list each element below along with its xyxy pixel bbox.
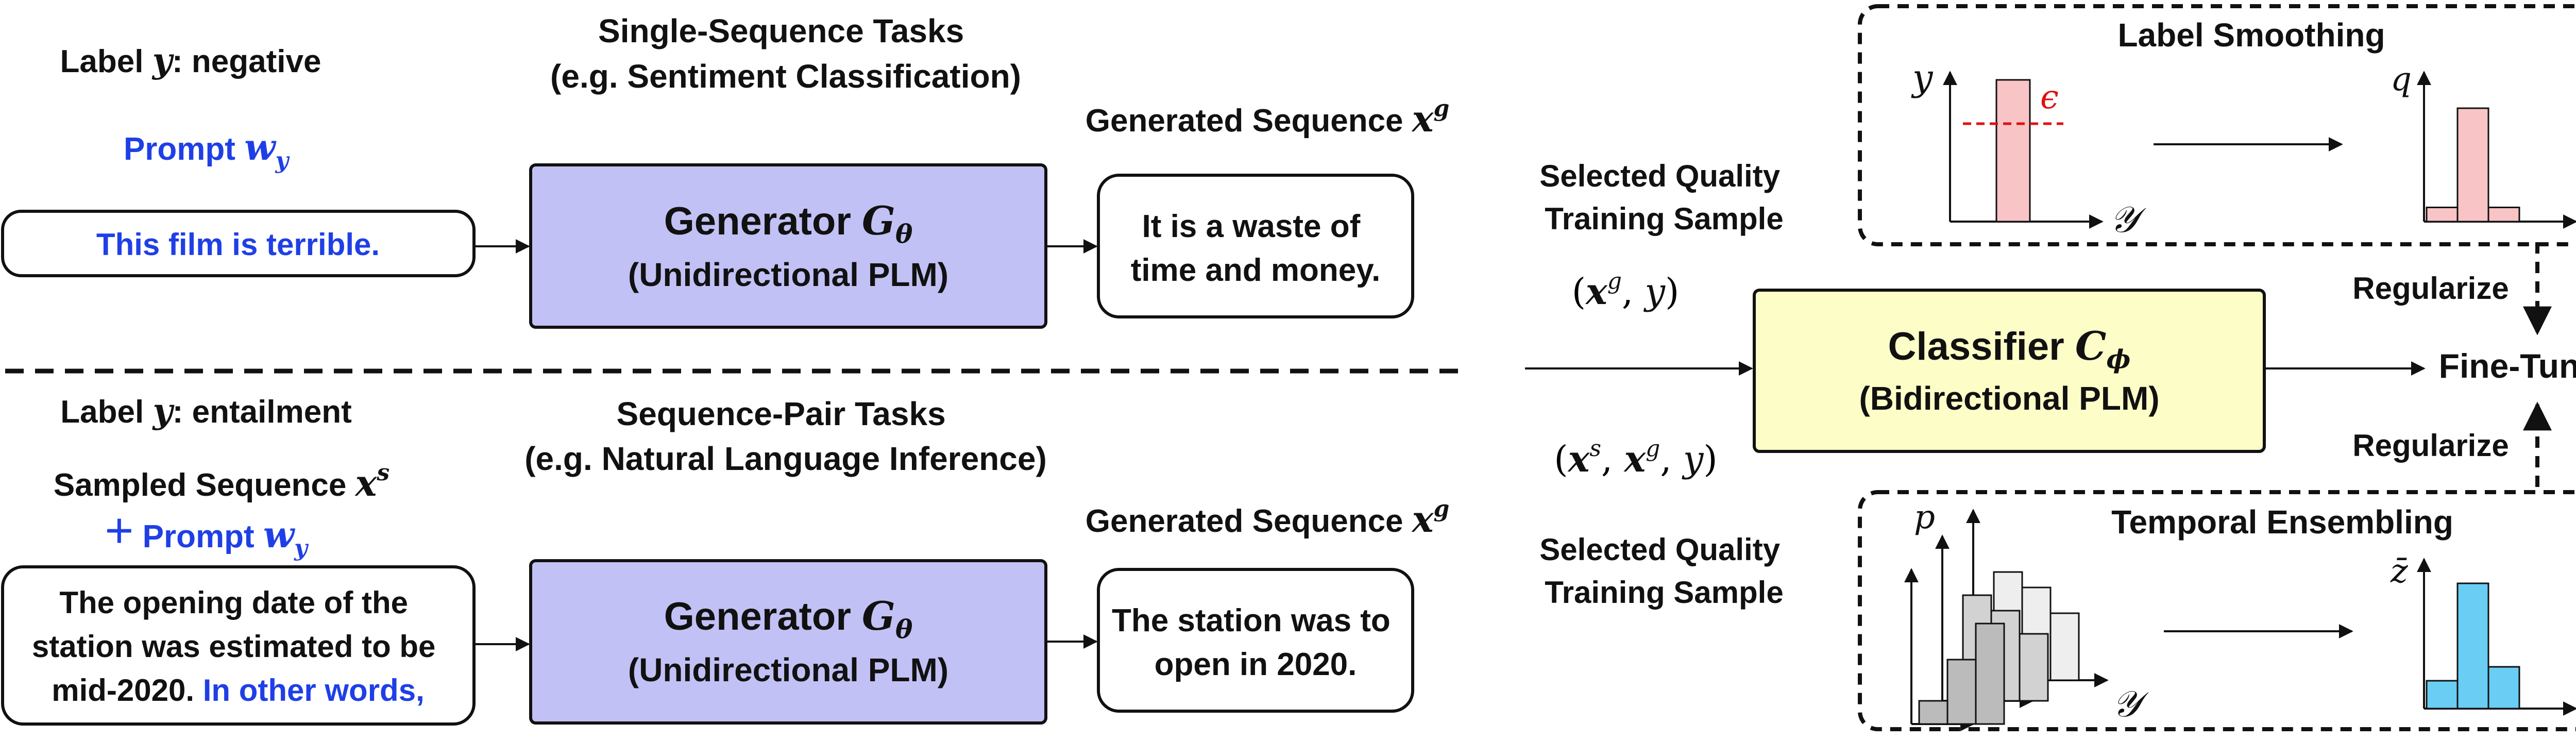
bottom-generated-label: Generated Sequence xg	[1086, 496, 1450, 541]
te-left-stacked-bars	[1918, 571, 2080, 725]
top-output-box	[1097, 174, 1414, 318]
selected-sample-bottom: Selected Quality Training Sample	[1539, 532, 1789, 610]
ls-right-bar-2	[2487, 207, 2520, 223]
top-generator-subtitle: (Unidirectional PLM)	[628, 256, 948, 293]
ls-left-y-label: y	[1911, 57, 1934, 99]
bottom-task-title: Sequence-Pair Tasks (e.g. Natural Langua…	[524, 395, 1047, 477]
top-label: Label y: negative	[60, 40, 321, 80]
te-right-bar-2	[2487, 666, 2520, 710]
bottom-generator-title: Generator Gθ	[664, 593, 913, 644]
bottom-input-text: The opening date of the station was esti…	[32, 585, 444, 708]
ls-right-bars	[2426, 107, 2520, 223]
bottom-label: Label y: entailment	[60, 391, 351, 431]
te-left-x-label: 𝒴	[2112, 683, 2149, 725]
te-right-bars	[2426, 582, 2520, 710]
bottom-input-box	[1, 565, 476, 726]
classifier-box	[1753, 289, 2266, 453]
label-smoothing-title: Label Smoothing	[2117, 16, 2385, 54]
bottom-prompt: + Prompt wy	[105, 503, 309, 561]
ls-left-bar-1	[1995, 79, 2031, 223]
top-input-box	[1, 210, 476, 277]
te-left-y-label: p	[1914, 498, 1935, 536]
classifier-subtitle: (Bidirectional PLM)	[1859, 380, 2159, 417]
epsilon-label: ϵ	[2040, 78, 2059, 116]
top-task-title: Single-Sequence Tasks (e.g. Sentiment Cl…	[550, 12, 1021, 95]
ls-right-bar-0	[2426, 207, 2459, 223]
te-right-y-label: z̄	[2390, 552, 2409, 591]
top-prompt: Prompt wy	[124, 126, 291, 174]
regularize-bottom-label: Regularize	[2352, 428, 2509, 463]
label-smoothing-panel	[1858, 4, 2576, 246]
bottom-generator-subtitle: (Unidirectional PLM)	[628, 651, 948, 688]
fine-tuning-label: Fine-Tuning	[2439, 347, 2576, 385]
triple-notation: (xs, xg, y)	[1554, 435, 1717, 480]
temporal-ensembling-panel	[1858, 490, 2576, 731]
ls-right-bar-1	[2456, 107, 2489, 223]
ls-left-x-label: 𝒴	[2110, 198, 2146, 241]
te-right-bar-0	[2426, 680, 2459, 710]
top-generated-label: Generated Sequence xg	[1086, 95, 1450, 140]
sampled-sequence-label: Sampled Sequence xs	[54, 460, 389, 504]
ls-right-y-label: q	[2391, 60, 2412, 98]
te-right-bar-1	[2456, 582, 2489, 710]
bottom-generator-box	[529, 559, 1047, 725]
top-output-text: It is a waste of time and money.	[1131, 209, 1381, 288]
bottom-output-text: The station was to open in 2020.	[1112, 603, 1399, 682]
pair-notation: (xg, y)	[1572, 268, 1680, 313]
selected-sample-top: Selected Quality Training Sample	[1539, 159, 1789, 236]
top-generator-box	[529, 163, 1047, 329]
bottom-output-box	[1097, 568, 1414, 713]
regularize-top-label: Regularize	[2352, 271, 2509, 306]
classifier-title: Classifier Cϕ	[1888, 323, 2131, 374]
top-generator-title: Generator Gθ	[664, 198, 913, 249]
ls-left-bars	[1995, 79, 2031, 223]
temporal-ensembling-title: Temporal Ensembling	[2111, 503, 2453, 541]
top-input-text: This film is terrible.	[96, 227, 380, 262]
